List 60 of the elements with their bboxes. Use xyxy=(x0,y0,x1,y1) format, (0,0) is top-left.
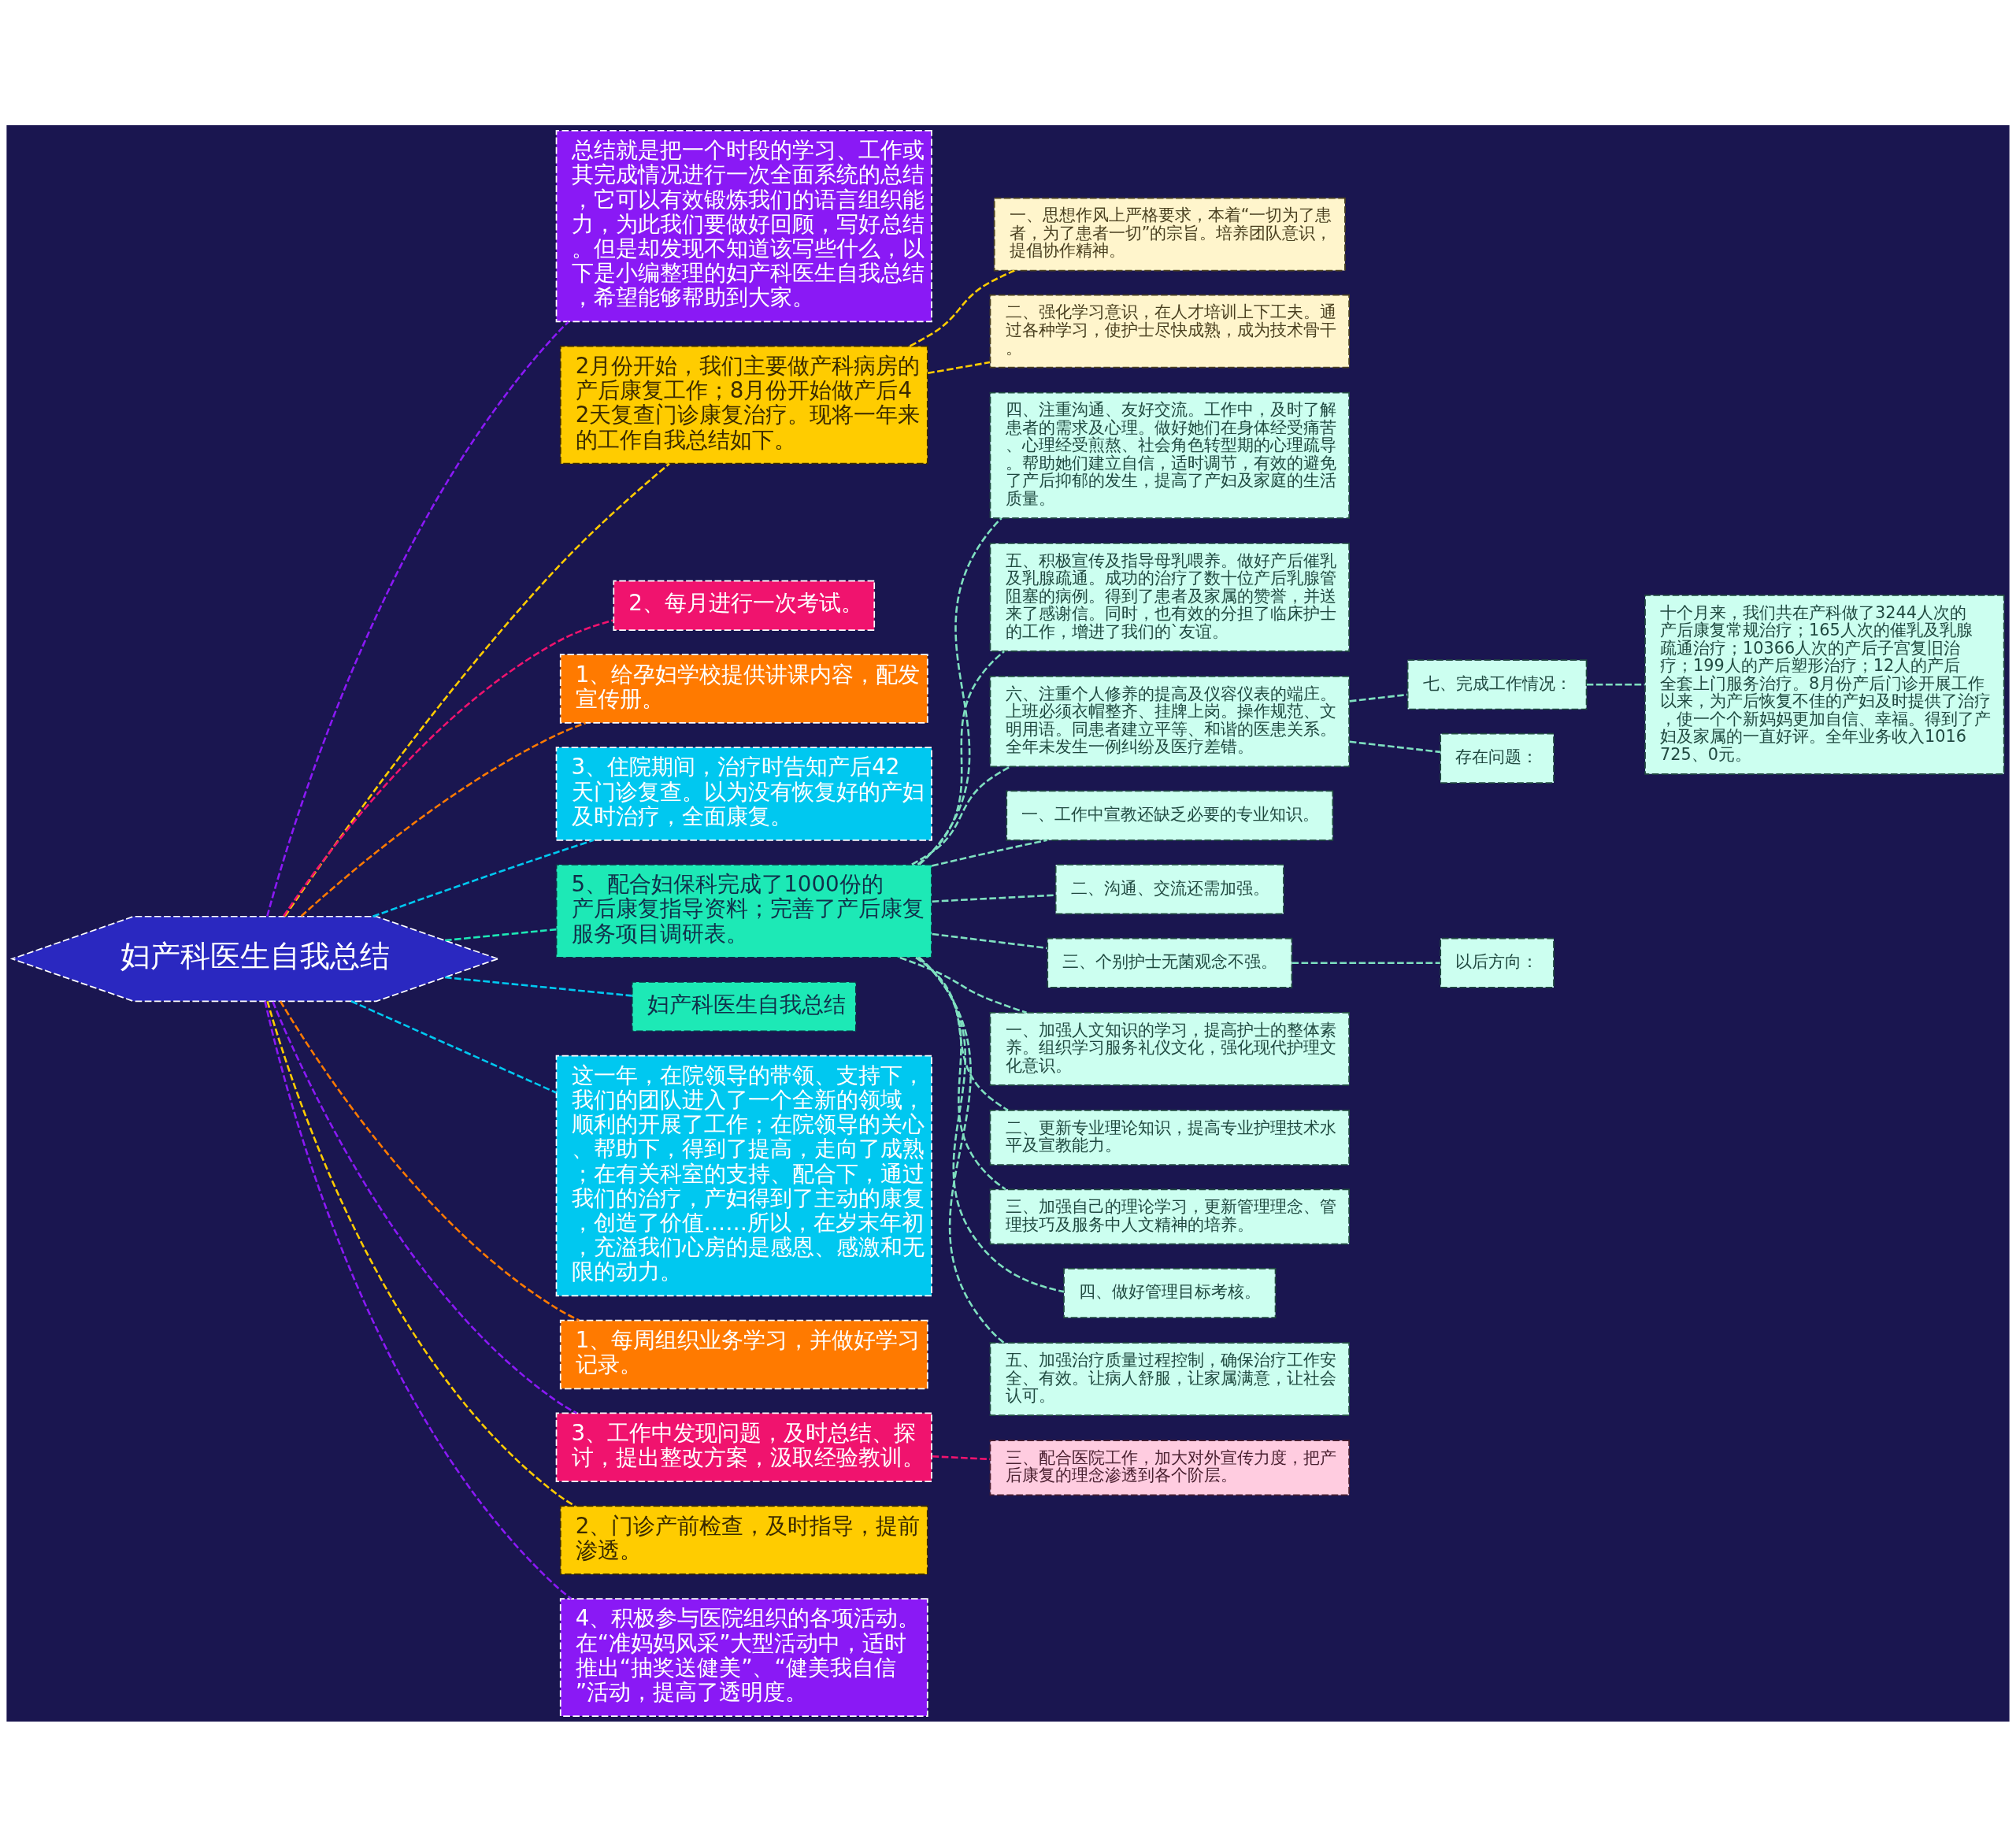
node-box: 1、每周组织业务学习，并做好学习记录。 xyxy=(559,1319,928,1389)
node-box: 2、每月进行一次考试。 xyxy=(613,580,876,631)
node-box: 二、更新专业理论知识，提高专业护理技术水平及宣教能力。 xyxy=(989,1109,1350,1166)
connector xyxy=(272,1001,577,1414)
connector xyxy=(444,976,632,997)
connector xyxy=(932,932,1047,949)
connector xyxy=(444,928,557,941)
connector xyxy=(927,361,991,374)
node-box: 以后方向： xyxy=(1440,937,1555,988)
node-box: 三、个别护士无菌观念不强。 xyxy=(1047,937,1293,988)
connector xyxy=(300,721,587,917)
node-box: 5、配合妇保科完成了1000份的产后康复指导资料；完善了产后康复服务项目调研表。 xyxy=(555,863,932,958)
connector xyxy=(917,650,1005,866)
node-box: 五、积极宣传及指导母乳喂养。做好产后催乳及乳腺疏通。成功的治疗了数十位产后乳腺管阻塞的病例。得到了患者及家属的赞誉，并送来了感谢信。同时，也有效的分担了临床护士的工作，增进了我们的`友谊。 xyxy=(989,542,1350,652)
connector xyxy=(1349,740,1441,753)
connector xyxy=(350,999,557,1094)
connector xyxy=(918,956,1005,1344)
node-box: 六、注重个人修养的提高及仪容仪表的端庄。上班必须衣帽整齐、挂牌上岗。操作规范、文明用语。同患者建立平等、和谐的医患关系。全年未发生一例纠纷及医疗差错。 xyxy=(989,675,1350,767)
connector xyxy=(917,956,1006,1190)
node-box: 三、加强自己的理论学习，更新管理理念、管理技巧及服务中人文精神的培养。 xyxy=(989,1188,1350,1244)
node-box: 一、加强人文知识的学习，提高护士的整体素养。组织学习服务礼仪文化，强化现代护理文化意识。 xyxy=(989,1011,1350,1086)
connector xyxy=(283,618,614,917)
node-box: 四、注重沟通、友好交流。工作中，及时了解患者的需求及心理。做好她们在身体经受痛苦、心理经受煎熬、社会角色转型期的心理疏导。帮助她们建立自信，适时调节，有效的避免了产后抑郁的发生，提高了产妇及家庭的生活质量。 xyxy=(989,391,1350,519)
connector xyxy=(915,956,1009,1111)
connector xyxy=(1349,693,1408,702)
connector xyxy=(266,1000,576,1507)
node-box: 存在问题： xyxy=(1440,732,1555,784)
node-box: 4、积极参与医院组织的各项活动。在“准妈妈风采”大型活动中，适时推出“抽奖送健美”、“健美我自信”活动，提高了透明度。 xyxy=(559,1597,928,1717)
connector xyxy=(932,1455,991,1460)
node-box: 二、沟通、交流还需加强。 xyxy=(1054,863,1284,914)
connector xyxy=(909,269,1015,347)
node-box: 2、门诊产前检查，及时指导，提前渗透。 xyxy=(559,1504,928,1575)
connector xyxy=(918,517,1002,866)
node-box: 二、强化学习意识，在人才培训上下工夫。通过各种学习，使护士尽快成熟，成为技术骨干。 xyxy=(989,294,1350,368)
node-box: 妇产科医生自我总结 xyxy=(631,980,857,1032)
connector xyxy=(911,765,1011,866)
node-box: 七、完成工作情况： xyxy=(1406,658,1588,710)
connector xyxy=(279,1000,580,1321)
node-box: 这一年，在院领导的带领、支持下，我们的团队进入了一个全新的领域，顺利的开展了工作；在院领导的关心、帮助下，得到了提高，走向了成熟；在有关科室的支持、配合下，通过我们的治疗，产妇得到了主动的康复，创造了价值……所以，在岁末年初，充溢我们心房的是感恩、感激和无限的动力。 xyxy=(555,1055,932,1296)
node-box: 四、做好管理目标考核。 xyxy=(1063,1267,1277,1318)
connector xyxy=(284,462,670,917)
connector xyxy=(899,956,1027,1014)
connector xyxy=(1586,683,1645,686)
connector xyxy=(1292,961,1440,964)
node-box: 2月份开始，我们主要做产科病房的产后康复工作；8月份开始做产后42天复查门诊康复治疗。现将一年来的工作自我总结如下。 xyxy=(559,345,928,464)
node-box: 1、给孕妇学校提供讲课内容，配发宣传册。 xyxy=(559,653,928,724)
node-box: 一、思想作风上严格要求，本着“一切为了患者，为了患者一切”的宗旨。培养团队意识，提倡协作精神。 xyxy=(993,197,1346,271)
node-box: 十个月来，我们共在产科做了3244人次的产后康复常规治疗；165人次的催乳及乳腺疏通治疗；10366人次的产后子宫复旧治疗；199人的产后塑形治疗；12人的产后全套上门服务治疗。8月份产后门诊开展工作以来，为产后恢复不佳的产妇及时提供了治疗，使一个个新妈妈更加自信、幸福。得到了产妇及家属的一直好评。全年业务收入1016725、0元。 xyxy=(1644,594,2005,775)
node-box: 三、配合医院工作，加大对外宣传力度，把产后康复的理念渗透到各个阶层。 xyxy=(989,1439,1350,1496)
node-box: 3、工作中发现问题，及时总结、探讨，提出整改方案，汲取经验教训。 xyxy=(555,1412,932,1482)
connector xyxy=(264,1000,573,1599)
node-box: 总结就是把一个时段的学习、工作或其完成情况进行一次全面系统的总结，它可以有效锻炼我们的语言组织能力，为此我们要做好回顾，写好总结。但是却发现不知道该写些什么，以下是小编整理的妇产科医生自我总结，希望能够帮助到大家。 xyxy=(555,129,932,322)
node-box: 3、住院期间，治疗时告知产后42天门诊复查。以为没有恢复好的产妇及时治疗，全面康复。 xyxy=(555,746,932,841)
node-box: 五、加强治疗质量过程控制，确保治疗工作安全、有效。让病人舒服，让家属满意，让社会认可。 xyxy=(989,1341,1350,1416)
connector xyxy=(932,893,1056,903)
connector xyxy=(931,839,1047,867)
connector xyxy=(266,321,569,917)
connector xyxy=(372,839,595,917)
node-box: 一、工作中宣教还缺乏必要的专业知识。 xyxy=(1006,790,1334,841)
connector xyxy=(917,956,1065,1292)
